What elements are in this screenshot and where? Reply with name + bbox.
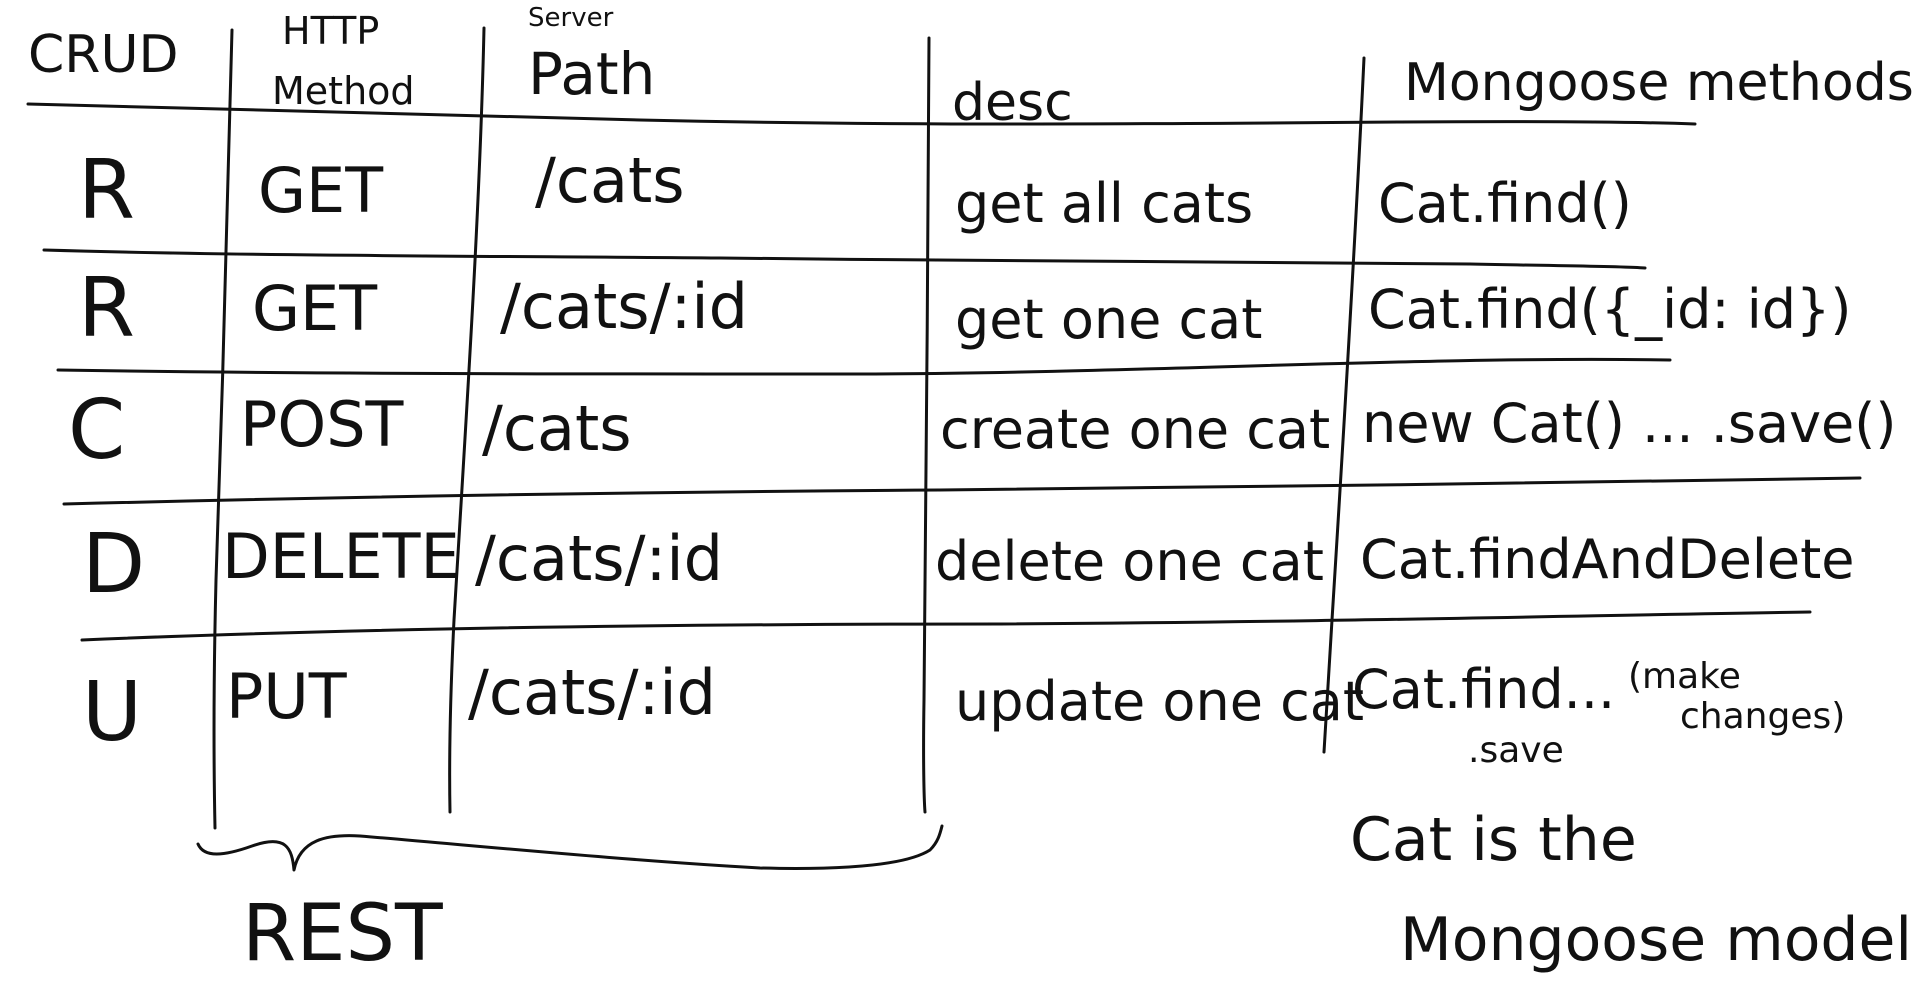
row-2-mongoose: Cat.find({_id: id}) <box>1368 278 1851 341</box>
footnote-line-1: Cat is the <box>1350 805 1637 875</box>
column-divider-1 <box>212 28 234 830</box>
row-2-crud: R <box>78 261 135 356</box>
row-5-mongoose-note-bottom: changes) <box>1680 696 1845 737</box>
row-4-divider <box>80 610 1812 642</box>
rest-label: REST <box>242 889 443 979</box>
column-divider-4 <box>1322 56 1366 754</box>
row-3-method: POST <box>240 388 405 461</box>
row-5-mongoose-save: .save <box>1468 730 1564 771</box>
row-1-crud: R <box>78 143 135 238</box>
row-4-desc: delete one cat <box>935 530 1324 593</box>
row-4-path: /cats/:id <box>475 522 723 595</box>
header-crud: CRUD <box>28 25 179 85</box>
header-http-bottom: Method <box>272 69 415 113</box>
row-3-mongoose: new Cat() ... .save() <box>1362 392 1896 455</box>
rest-brace <box>196 824 944 872</box>
row-2-method: GET <box>252 272 378 345</box>
row-2-divider <box>56 357 1672 376</box>
row-1-method: GET <box>258 154 384 227</box>
row-4-method: DELETE <box>222 520 460 593</box>
row-5-crud: U <box>82 665 142 760</box>
row-3-path: /cats <box>482 392 632 465</box>
row-2-desc: get one cat <box>955 288 1262 351</box>
header-mongoose: Mongoose methods <box>1404 53 1914 113</box>
row-4-mongoose: Cat.findAndDelete <box>1360 528 1855 591</box>
row-1-path: /cats <box>535 144 685 217</box>
row-5-desc: update one cat <box>955 670 1364 733</box>
column-divider-2 <box>448 26 486 814</box>
row-4-crud: D <box>82 517 145 612</box>
row-5-mongoose: Cat.find... <box>1352 658 1615 721</box>
header-http-top: HTTP <box>282 9 379 53</box>
row-1-desc: get all cats <box>955 172 1253 235</box>
row-2-path: /cats/:id <box>500 270 748 343</box>
row-5-method: PUT <box>226 660 348 733</box>
column-divider-3 <box>922 36 931 814</box>
row-3-crud: C <box>68 383 125 478</box>
row-5-mongoose-note-top: (make <box>1628 656 1741 697</box>
grid-lines <box>26 26 1862 872</box>
row-1-mongoose: Cat.find() <box>1378 172 1632 235</box>
row-3-desc: create one cat <box>940 398 1330 461</box>
row-5-path: /cats/:id <box>468 656 716 729</box>
header-path-top: Server <box>528 3 614 33</box>
footnote-line-2: Mongoose model <box>1400 905 1912 975</box>
row-3-divider <box>62 476 1862 506</box>
header-path: Path <box>528 40 655 108</box>
row-1-divider <box>42 248 1647 270</box>
